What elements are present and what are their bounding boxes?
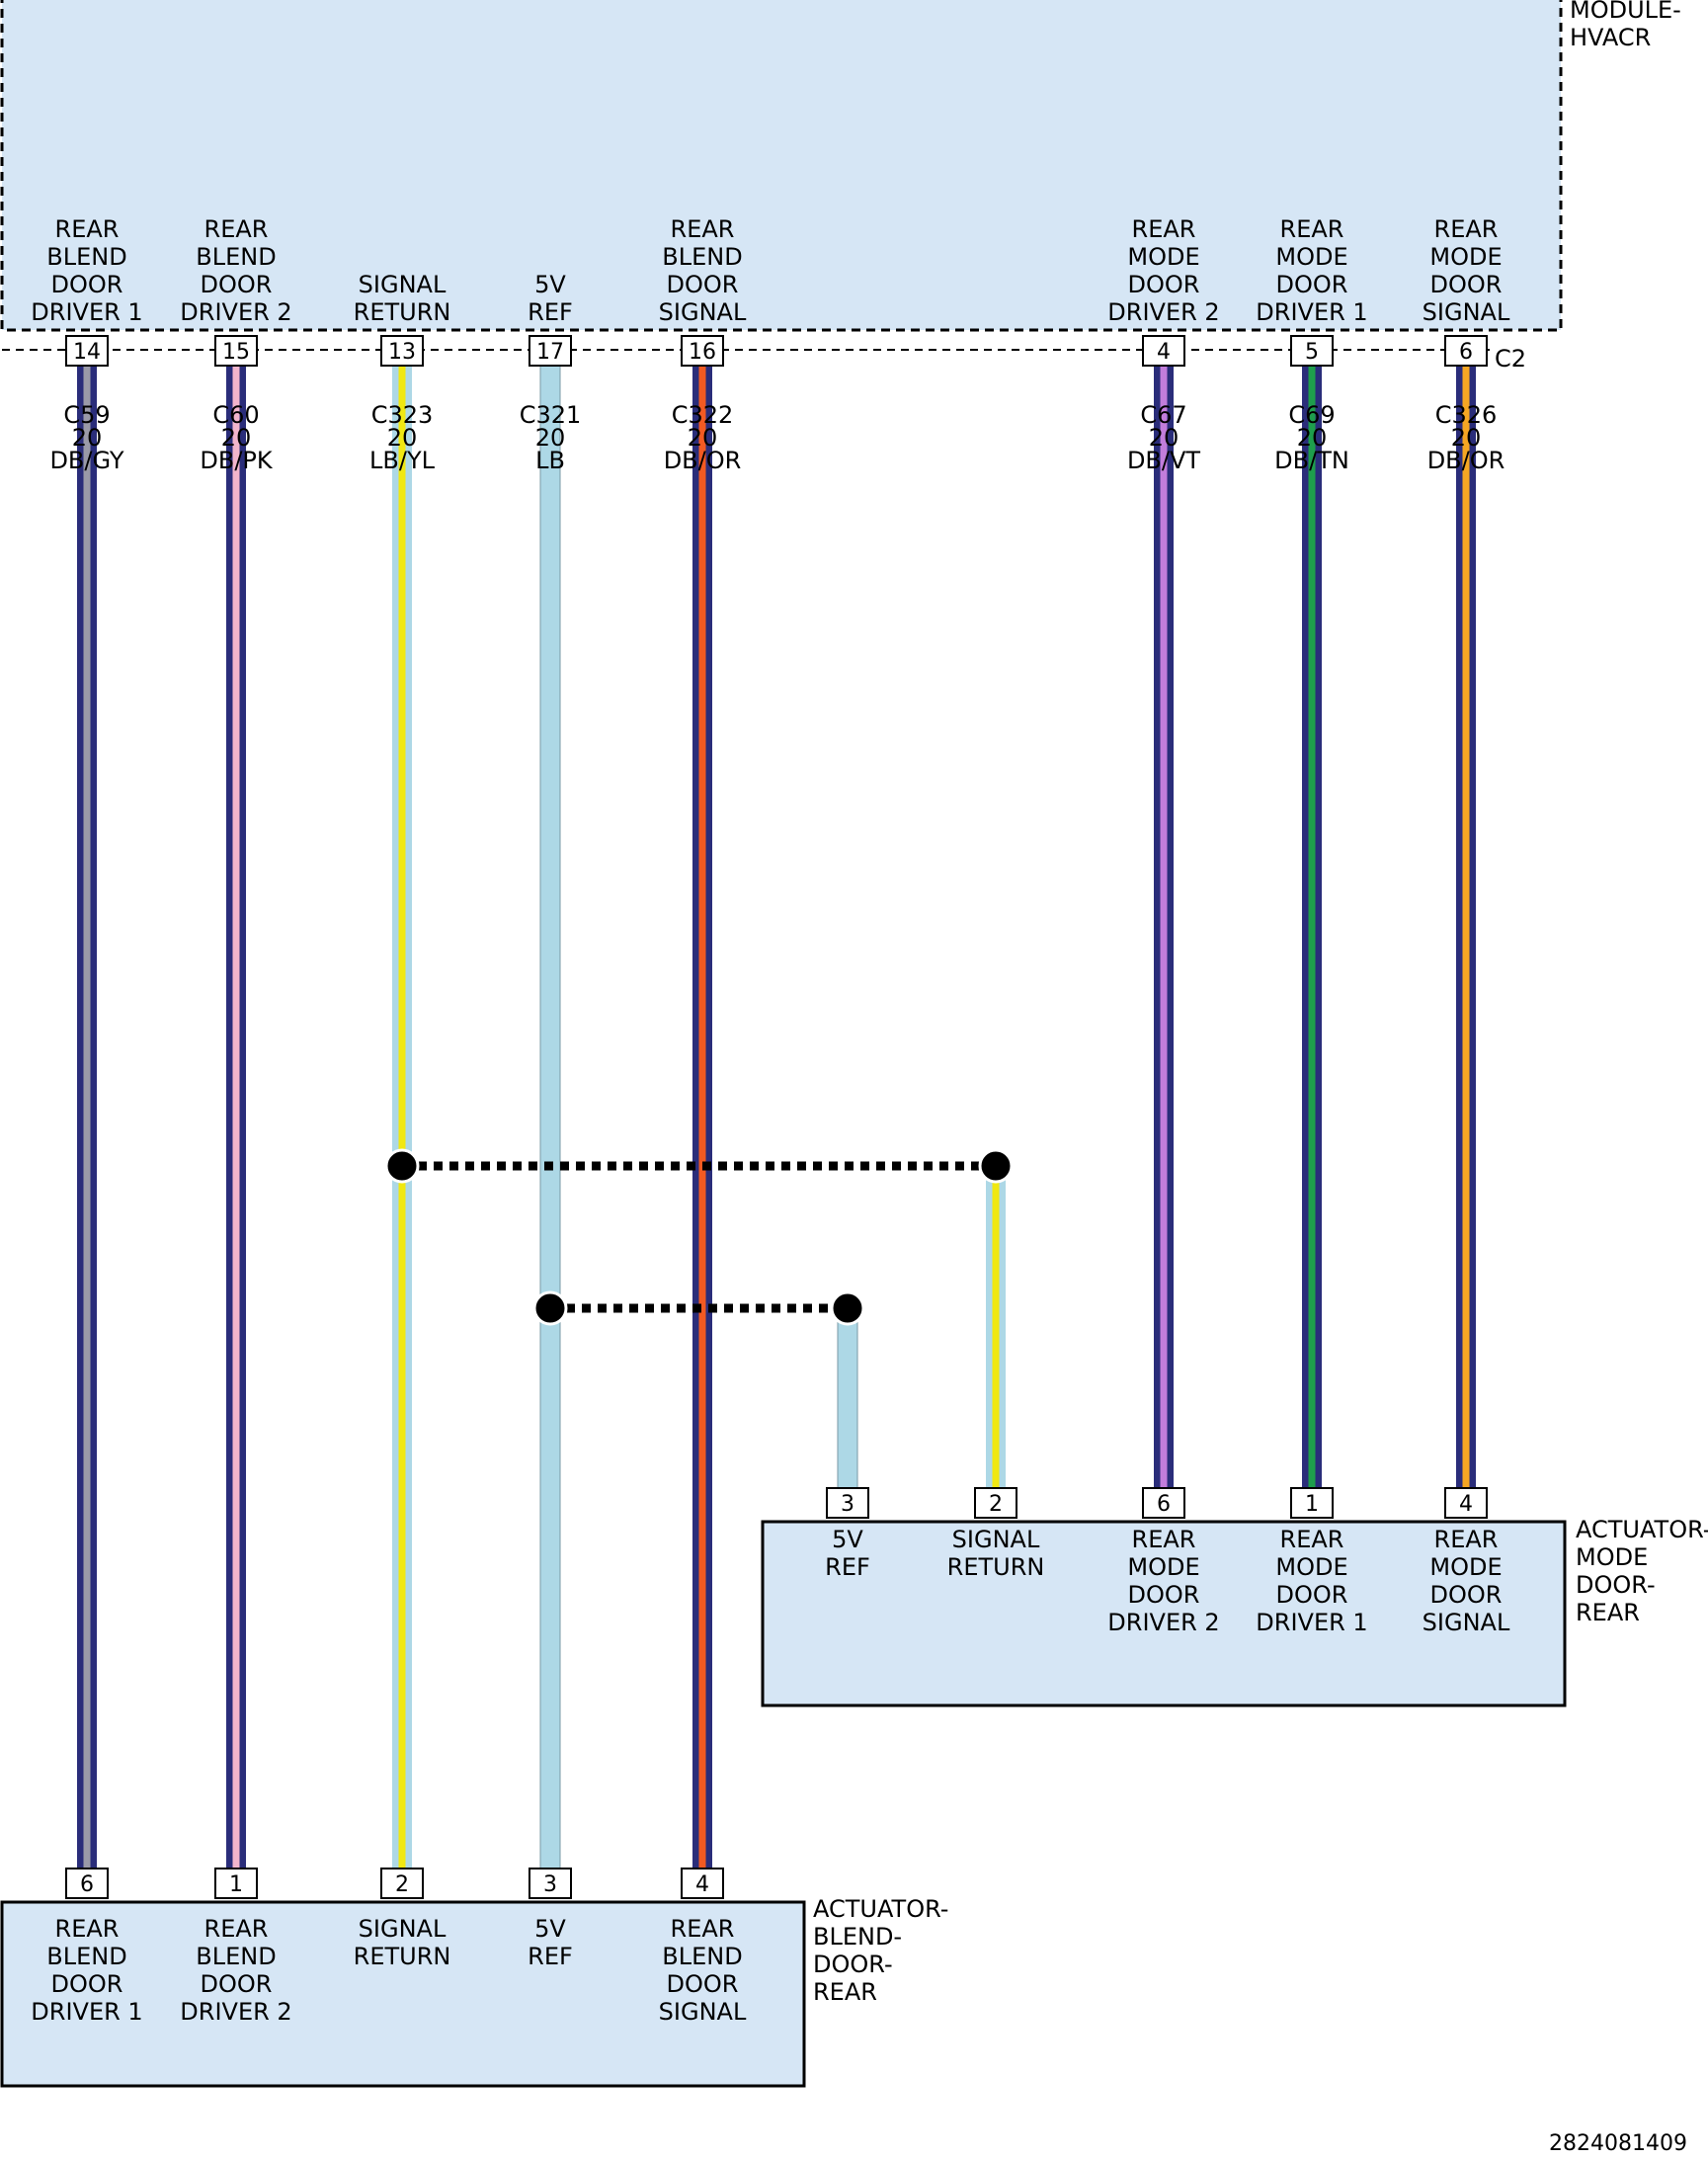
module-pin-14-box (65, 335, 109, 367)
module-pin-15-box (214, 335, 258, 367)
mode-actuator-pin-4: 4 (1459, 1492, 1473, 1517)
blend-actuator-pin-6-box (65, 1868, 109, 1899)
wire-c321 (539, 339, 561, 1870)
actuator-blend-door-rear-box (0, 1900, 806, 2088)
blend-actuator-pin-4: 4 (695, 1872, 709, 1897)
actuator-blend-door-rear-title: ACTUATOR-BLEND-DOOR-REAR (813, 1895, 948, 2006)
wire-c323-branch (986, 1166, 1006, 1489)
blend-actuator-pin-4-box (681, 1868, 724, 1899)
module-pin-16: 16 (689, 340, 716, 365)
figure-id: 2824081409 (1549, 2131, 1687, 2156)
wire-c326 (1456, 340, 1476, 1489)
mode-actuator-pin-6-box (1142, 1487, 1185, 1519)
module-pin-13-box (380, 335, 424, 367)
mode-actuator-pin-4-box (1444, 1487, 1488, 1519)
module-pin-17: 17 (536, 340, 564, 365)
connector-c2-label: C2 (1495, 345, 1526, 373)
wire-c69 (1302, 340, 1322, 1489)
wires (77, 339, 1476, 1870)
mode-actuator-pin-2: 2 (989, 1492, 1003, 1517)
blend-actuator-pin-1-box (214, 1868, 258, 1899)
splices (384, 1148, 1014, 1326)
module-pin-14: 14 (73, 340, 101, 365)
blend-actuator-pin-6: 6 (80, 1872, 94, 1897)
labels: MODULE-HVACR C2 ACTUATOR-BLEND-DOOR-REAR… (31, 0, 1708, 2156)
module-pin-5-box (1290, 335, 1334, 367)
mode-actuator-pin-2-box (974, 1487, 1017, 1519)
module-pin-5: 5 (1305, 340, 1319, 365)
module-pin-13: 13 (388, 340, 416, 365)
blend-actuator-pin-1: 1 (229, 1872, 243, 1897)
wire-c59 (77, 340, 97, 1869)
mode-actuator-pin-1: 1 (1305, 1492, 1319, 1517)
blend-actuator-pin-3-box (529, 1868, 572, 1899)
blend-actuator-pin-2-box (380, 1868, 424, 1899)
wire-c322 (692, 340, 712, 1869)
module-hvacr-title: MODULE-HVACR (1570, 0, 1681, 51)
blend-actuator-pin-2: 2 (395, 1872, 409, 1897)
splice-signal-return (384, 1148, 1014, 1184)
module-pin-15: 15 (222, 340, 250, 365)
blend-actuator-pin-3: 3 (543, 1872, 557, 1897)
module-pin-6-box (1444, 335, 1488, 367)
mode-actuator-pin-3-box (826, 1487, 869, 1519)
mode-actuator-pin-6: 6 (1157, 1492, 1171, 1517)
module-hvacr-box (0, 0, 1563, 332)
module-pin-4: 4 (1157, 340, 1171, 365)
wire-c60 (226, 340, 246, 1869)
module-pin-16-box (681, 335, 724, 367)
component-boxes (0, 0, 1567, 2088)
actuator-mode-door-rear-box (761, 1520, 1567, 1707)
mode-actuator-pin-3: 3 (841, 1492, 854, 1517)
mode-actuator-pin-1-box (1290, 1487, 1334, 1519)
wire-c321-branch (837, 1307, 858, 1490)
splice-5v-ref (532, 1290, 865, 1326)
wire-c67 (1154, 340, 1174, 1489)
module-pin-17-box (529, 335, 572, 367)
wire-c323 (392, 340, 412, 1869)
module-pin-4-box (1142, 335, 1185, 367)
module-pin-6: 6 (1459, 340, 1473, 365)
